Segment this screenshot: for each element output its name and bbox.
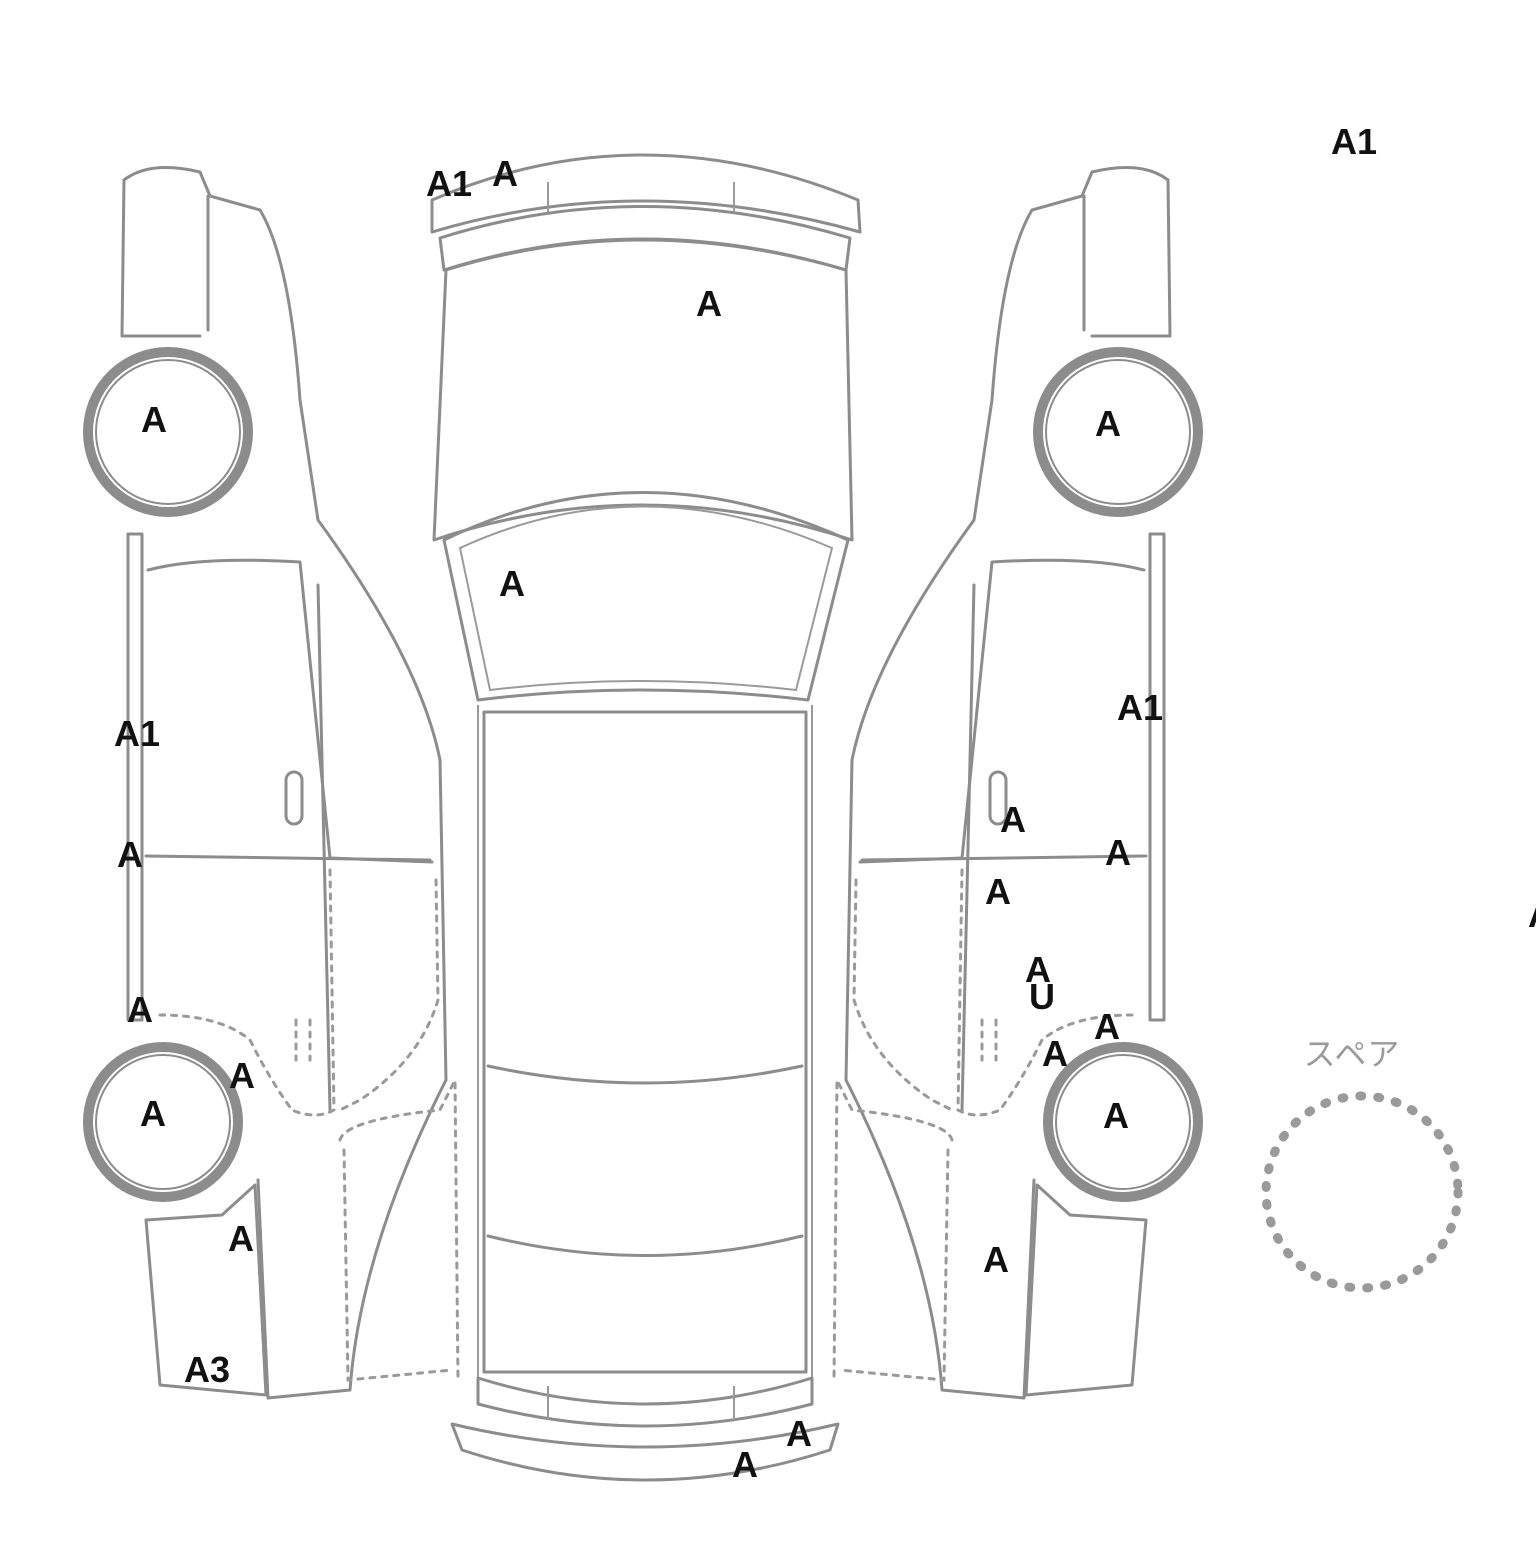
damage-mark-windshield: A [499, 563, 525, 604]
damage-mark-left-front-door: A [117, 834, 143, 875]
car-left-side-view [120, 166, 460, 1400]
damage-mark-front-bumper-a: A [492, 153, 518, 194]
damage-mark-right-rear-door-u: U [1029, 976, 1055, 1017]
damage-mark-right-door-line: A [1105, 832, 1131, 873]
damage-mark-rear-bumper-lower: A [732, 1444, 758, 1485]
tires [83, 347, 1203, 1202]
car-top-view [430, 153, 862, 1482]
car-right-side-view [832, 166, 1172, 1400]
damage-mark-right-rear-door-low: A [1025, 949, 1051, 990]
spare-tire-outline [1261, 1091, 1463, 1293]
damage-mark-right-front-tire: A [1095, 403, 1121, 444]
damage-mark-left-rear-corner: A3 [183, 1349, 231, 1390]
damage-mark-front-bumper-a1: A1 [425, 163, 473, 204]
damage-mark-right-sill-a1: A1 [1116, 687, 1164, 728]
damage-mark-left-rear-door-bottom: A [127, 989, 153, 1030]
damage-mark-right-rear-fender: A [983, 1239, 1009, 1280]
damage-mark-right-arch-upper: A [1094, 1006, 1120, 1047]
damage-mark-rear-bumper-upper: A [786, 1413, 812, 1454]
damage-mark-left-front-tire: A [141, 399, 167, 440]
damage-mark-right-door-handle: A [1000, 799, 1026, 840]
damage-mark-hood: A [696, 283, 722, 324]
damage-mark-top-right: A1 [1330, 121, 1378, 162]
damage-mark-far-right-edge: A [1528, 897, 1536, 933]
damage-mark-left-rear-tire: A [140, 1093, 166, 1134]
spare-tire-label: スペア [1303, 1035, 1401, 1073]
damage-mark-right-rear-tire: A [1103, 1095, 1129, 1136]
damage-mark-left-rear-arch: A [229, 1055, 255, 1096]
damage-mark-right-arch-lower: A [1042, 1033, 1068, 1074]
damage-mark-left-sill-a1: A1 [113, 713, 161, 754]
damage-mark-right-rear-door: A [985, 871, 1011, 912]
damage-mark-left-rear-fender: A [228, 1218, 254, 1259]
